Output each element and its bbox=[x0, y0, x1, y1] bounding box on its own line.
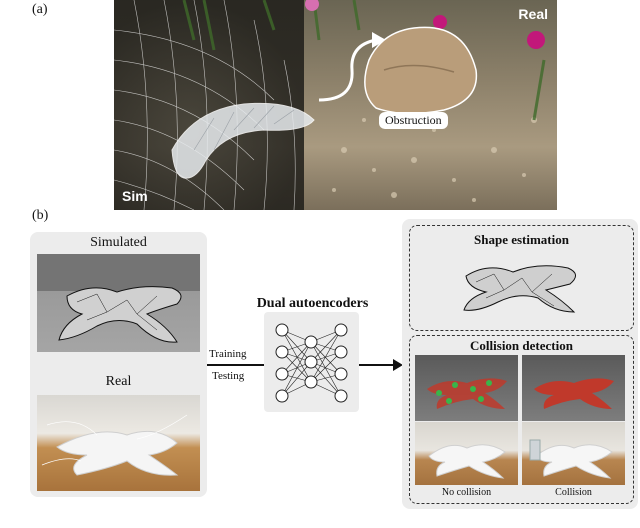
collision-detection-title: Collision detection bbox=[470, 338, 573, 353]
collision-detection-box: Collision detection No collision Collisi… bbox=[409, 335, 634, 504]
real-image bbox=[37, 395, 200, 491]
real-tag: Real bbox=[518, 6, 548, 22]
obstruction-label: Obstruction bbox=[379, 112, 448, 129]
shape-estimation-box: Shape estimation bbox=[409, 225, 634, 331]
obstacle-block bbox=[529, 439, 541, 461]
training-label: Training bbox=[209, 348, 247, 360]
testing-label: Testing bbox=[212, 370, 245, 382]
no-collision-label: No collision bbox=[441, 487, 492, 498]
panel-b-label: (b) bbox=[32, 208, 49, 223]
real-collision-image bbox=[522, 422, 625, 485]
motion-arrow bbox=[318, 38, 377, 102]
simulated-robot bbox=[58, 286, 182, 343]
real-no-collision-image bbox=[415, 422, 518, 485]
soft-robot bbox=[171, 102, 315, 179]
collision-label: Collision bbox=[555, 487, 592, 498]
simulated-label: Simulated bbox=[90, 235, 147, 250]
panel-a-label: (a) bbox=[32, 2, 48, 17]
flower-icon bbox=[305, 0, 319, 11]
panel-a-photo: Real Sim Obstruction bbox=[114, 0, 557, 210]
rock-obstruction bbox=[364, 26, 478, 115]
network-title: Dual autoencoders bbox=[256, 296, 369, 311]
network-box bbox=[264, 312, 359, 412]
neural-network-icon bbox=[275, 323, 348, 403]
simulated-image bbox=[37, 254, 200, 352]
output-arrow bbox=[359, 359, 403, 371]
sim-collision-image bbox=[522, 355, 625, 421]
input-card: Simulated Real bbox=[30, 232, 207, 497]
shape-estimation-title: Shape estimation bbox=[474, 232, 569, 247]
connector-line bbox=[207, 364, 264, 366]
sim-tag: Sim bbox=[122, 188, 148, 204]
sim-no-collision-image bbox=[415, 355, 518, 421]
real-robot bbox=[56, 430, 179, 476]
estimated-shape bbox=[463, 265, 576, 313]
real-label: Real bbox=[105, 374, 132, 389]
panel-a-illustration bbox=[114, 0, 546, 210]
